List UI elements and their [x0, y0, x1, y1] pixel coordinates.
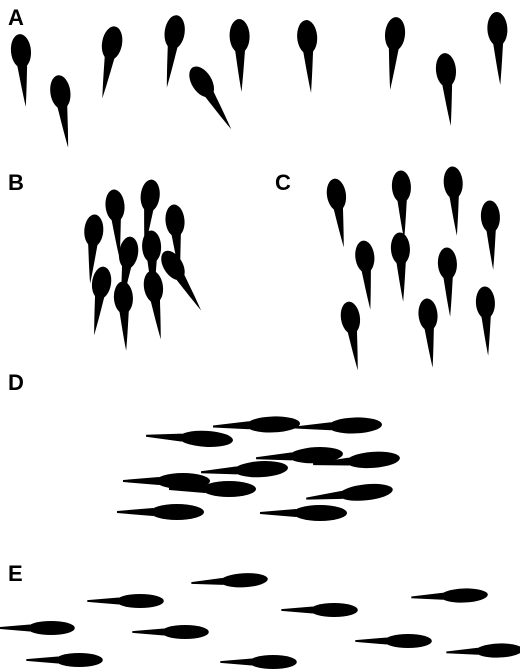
- tadpole-icon: [132, 625, 209, 639]
- tadpole-icon: [229, 19, 252, 93]
- tadpole-icon: [437, 247, 460, 317]
- tadpole-icon: [417, 298, 442, 369]
- tadpole-icon: [184, 62, 240, 135]
- tadpole-icon: [260, 505, 347, 521]
- tadpole-icon: [295, 417, 383, 436]
- tadpole-icon: [201, 460, 289, 481]
- tadpole-icon: [411, 588, 488, 605]
- tadpole-icon: [480, 200, 503, 270]
- tadpole-icon: [443, 166, 467, 237]
- tadpole-icon: [325, 177, 353, 248]
- panel-label-a: A: [8, 7, 24, 29]
- panel-label-e: E: [8, 563, 23, 585]
- tadpole-icon: [48, 74, 78, 149]
- panel-e: [0, 572, 520, 669]
- tadpole-icon: [146, 428, 234, 449]
- panel-label-c: C: [275, 172, 291, 194]
- tadpole-icon: [355, 634, 432, 648]
- tadpole-icon: [113, 281, 136, 351]
- tadpole-icon: [26, 653, 103, 667]
- tadpole-icon: [10, 33, 36, 107]
- tadpole-icon: [435, 52, 461, 126]
- tadpole-icon: [391, 170, 414, 240]
- panel-label-b: B: [8, 172, 24, 194]
- tadpole-icon: [354, 240, 380, 311]
- tadpole-icon: [157, 14, 187, 89]
- tadpole-icon: [486, 12, 510, 86]
- tadpole-icon: [85, 265, 113, 336]
- tadpole-icon: [446, 643, 520, 660]
- tadpole-icon: [213, 416, 301, 435]
- panel-a: [10, 12, 511, 149]
- tadpole-icon: [380, 16, 406, 90]
- tadpole-icon: [117, 504, 204, 520]
- tadpole-icon: [296, 19, 321, 93]
- panel-b: [81, 179, 210, 352]
- tadpole-icon: [475, 286, 498, 356]
- tadpole-icon: [390, 232, 413, 302]
- tadpole-icon: [220, 655, 297, 669]
- tadpole-icon: [191, 572, 268, 590]
- tadpole-icon: [305, 482, 393, 507]
- tadpole-icon: [281, 603, 358, 617]
- panel-c: [325, 166, 503, 372]
- tadpole-icon: [87, 594, 164, 608]
- tadpole-icon: [156, 247, 209, 316]
- tadpole-icon: [339, 300, 367, 371]
- tadpole-icon: [0, 621, 75, 635]
- panel-label-d: D: [8, 372, 24, 394]
- tadpole-icon: [93, 25, 125, 100]
- panel-d: [117, 416, 400, 521]
- tadpole-icon: [142, 269, 170, 340]
